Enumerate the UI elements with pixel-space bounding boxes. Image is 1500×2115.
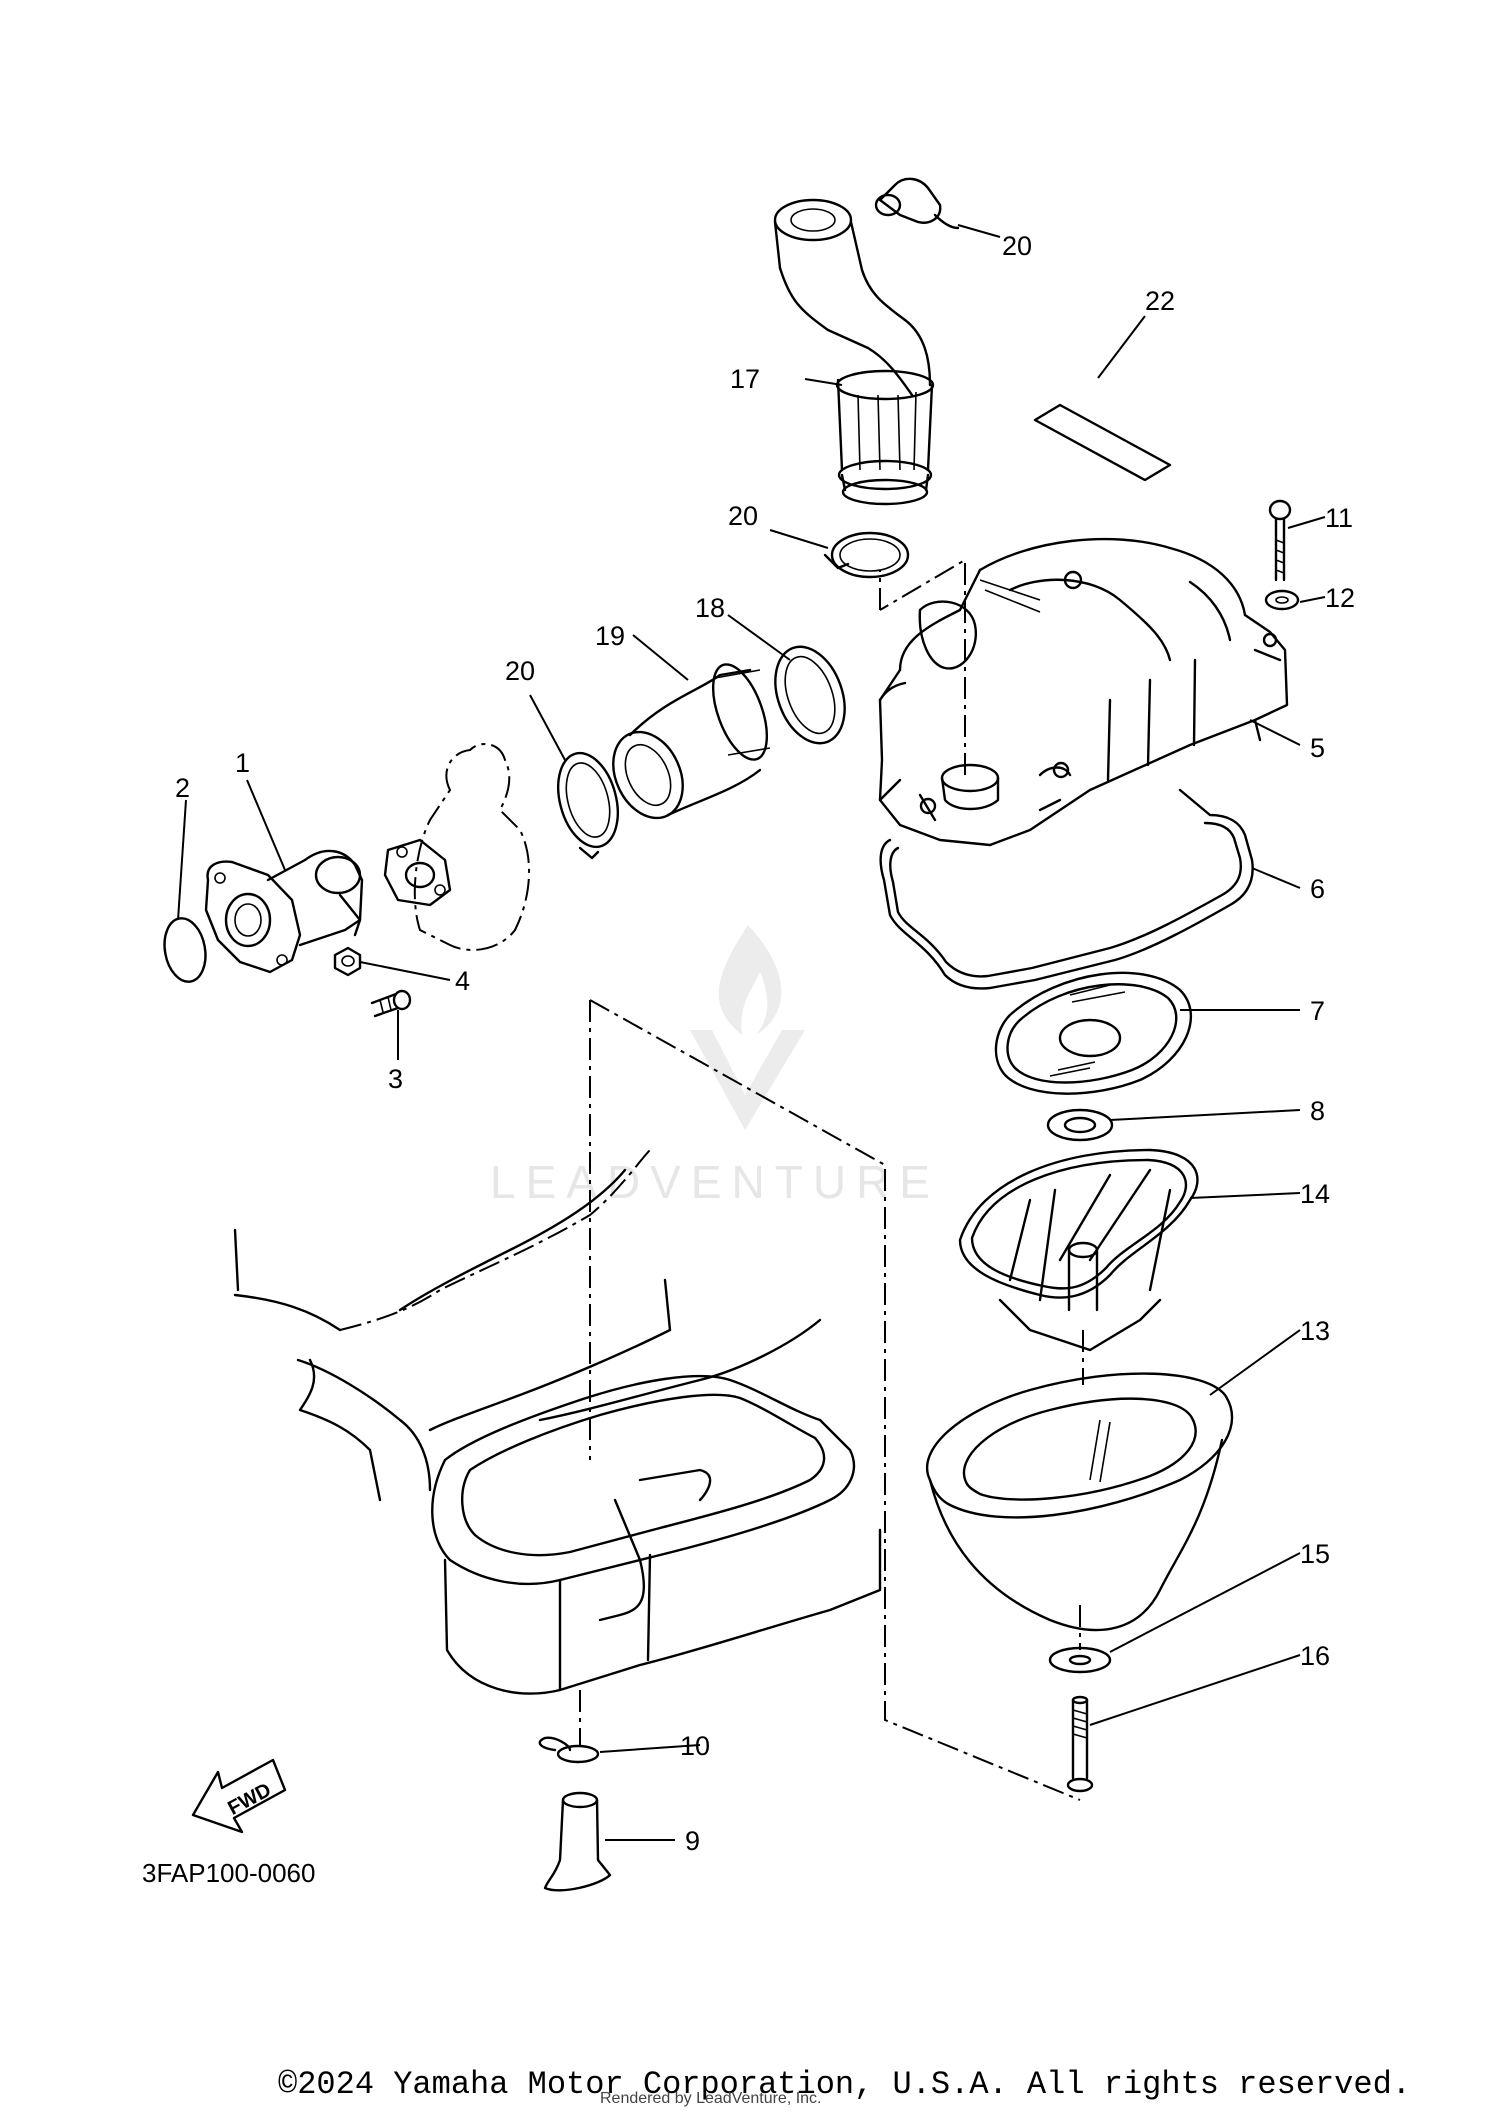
callout-20-upper: 20 bbox=[728, 501, 758, 531]
callout-3: 3 bbox=[388, 1064, 403, 1094]
callout-9: 9 bbox=[685, 1826, 700, 1856]
part-18-joint bbox=[774, 645, 846, 745]
callout-12: 12 bbox=[1325, 583, 1355, 613]
callout-17: 17 bbox=[730, 364, 760, 394]
part-10-clip bbox=[538, 1736, 600, 1764]
part-4-nut bbox=[333, 946, 362, 977]
watermark-text: LEADVENTURE bbox=[490, 1156, 940, 1208]
callout-7: 7 bbox=[1310, 996, 1325, 1026]
part-20-clamp-upper bbox=[823, 531, 910, 579]
watermark: LEADVENTURE bbox=[490, 925, 940, 1208]
fwd-arrow-icon bbox=[191, 1758, 287, 1834]
part-13-filter-element bbox=[926, 1372, 1234, 1632]
part-16-bolt bbox=[1066, 1695, 1094, 1793]
callout-4: 4 bbox=[455, 966, 470, 996]
callout-19: 19 bbox=[595, 621, 625, 651]
part-2-o-ring bbox=[163, 917, 207, 983]
carburetor-outline bbox=[383, 743, 530, 951]
part-12-washer bbox=[1264, 589, 1300, 611]
figure-code: 3FAP100-0060 bbox=[142, 1858, 315, 1888]
part-14-filter-cage bbox=[958, 1148, 1199, 1352]
callout-15: 15 bbox=[1300, 1539, 1330, 1569]
callout-10: 10 bbox=[680, 1731, 710, 1761]
part-15-washer bbox=[1048, 1646, 1112, 1674]
leader-lines bbox=[177, 224, 1326, 1841]
callout-14: 14 bbox=[1300, 1179, 1330, 1209]
callout-18: 18 bbox=[695, 593, 725, 623]
part-17-intake-duct bbox=[773, 198, 935, 506]
callout-5: 5 bbox=[1310, 733, 1325, 763]
part-5-air-filter-case bbox=[878, 537, 1289, 847]
callout-8: 8 bbox=[1310, 1096, 1325, 1126]
part-6-gasket bbox=[879, 788, 1254, 990]
frame-outline bbox=[233, 1149, 822, 1502]
part-20-clamp-lower bbox=[557, 751, 619, 860]
copyright-text: ©2024 Yamaha Motor Corporation, U.S.A. A… bbox=[278, 2066, 1411, 2103]
alignment-lines bbox=[579, 558, 1084, 1801]
callout-11: 11 bbox=[1325, 503, 1353, 533]
callout-2: 2 bbox=[175, 773, 190, 803]
callout-20-lower: 20 bbox=[505, 656, 535, 686]
callout-6: 6 bbox=[1310, 874, 1325, 904]
part-21-elbow-joint bbox=[874, 177, 960, 230]
part-8-washer bbox=[1046, 1108, 1114, 1142]
part-19-air-joint bbox=[612, 663, 771, 820]
callout-13: 13 bbox=[1300, 1316, 1330, 1346]
callouts: 20 22 17 20 11 12 18 19 20 5 2 1 6 4 7 3… bbox=[175, 231, 1355, 1856]
watermark-v-icon bbox=[690, 1030, 805, 1130]
oil-tank bbox=[431, 1374, 882, 1695]
callout-1: 1 bbox=[235, 748, 250, 778]
part-22-label bbox=[1033, 403, 1172, 482]
part-9-drain-hose bbox=[543, 1791, 612, 1892]
part-1-manifold bbox=[204, 849, 364, 974]
part-7-filter-screen bbox=[994, 971, 1192, 1095]
watermark-flame-icon bbox=[718, 925, 782, 1035]
callout-22: 22 bbox=[1145, 286, 1175, 316]
rendered-by-text: Rendered by LeadVenture, Inc. bbox=[600, 2090, 822, 2107]
fwd-arrow: FWD bbox=[191, 1758, 287, 1834]
part-11-bolt bbox=[1268, 499, 1292, 582]
callout-21: 20 bbox=[1002, 231, 1032, 261]
callout-16: 16 bbox=[1300, 1641, 1330, 1671]
part-3-bolt bbox=[370, 989, 412, 1018]
